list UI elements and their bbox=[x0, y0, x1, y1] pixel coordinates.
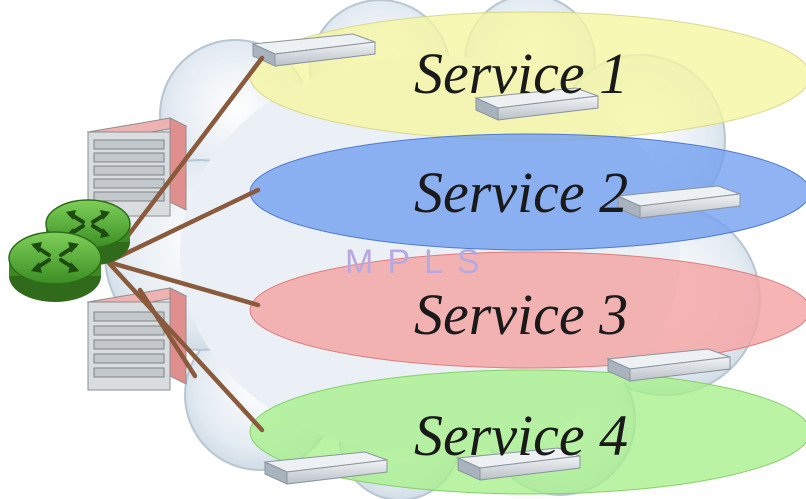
service-3-ellipse bbox=[249, 251, 806, 369]
router-icon bbox=[8, 231, 102, 302]
link-service-4-secondary bbox=[137, 287, 198, 379]
service-ellipses bbox=[249, 11, 806, 495]
service-3-label: Service 3 bbox=[414, 282, 628, 347]
link-service-1 bbox=[105, 55, 265, 265]
link-service-4 bbox=[105, 259, 265, 433]
link-service-2 bbox=[105, 187, 261, 265]
edge-device bbox=[263, 451, 388, 485]
service-4-label: Service 4 bbox=[414, 403, 628, 468]
service-links bbox=[105, 55, 265, 433]
edge-device bbox=[456, 447, 581, 481]
edge-device bbox=[616, 185, 741, 219]
edge-device bbox=[474, 87, 599, 121]
service-1-label: Service 1 bbox=[414, 41, 628, 106]
link-service-3 bbox=[105, 259, 261, 308]
mpls-cloud-label: MPLS bbox=[345, 243, 494, 281]
service-2-label: Service 2 bbox=[414, 160, 628, 225]
edge-device bbox=[251, 33, 376, 67]
edge-device bbox=[606, 348, 731, 382]
service-4-ellipse bbox=[249, 369, 806, 495]
